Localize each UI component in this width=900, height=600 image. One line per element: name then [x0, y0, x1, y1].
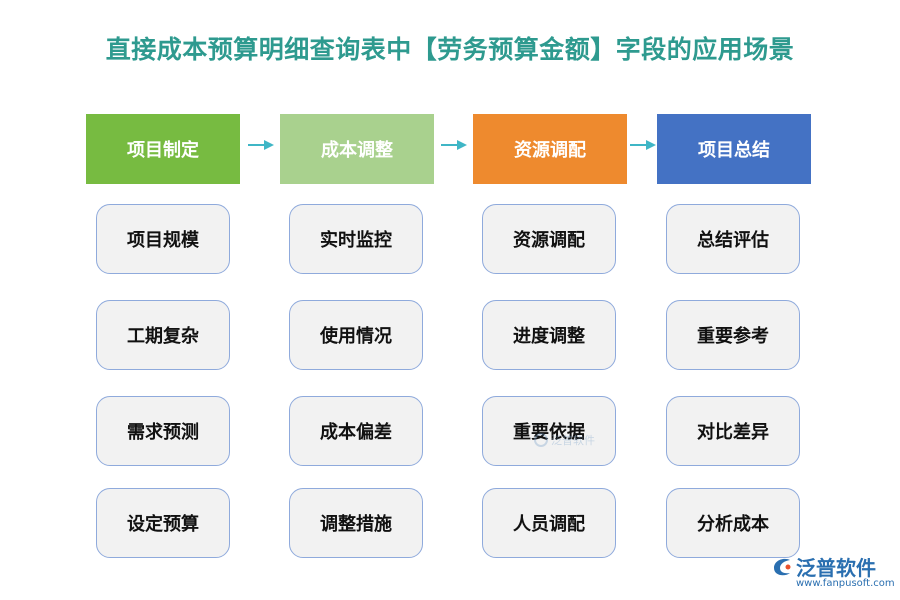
watermark-logo-icon — [534, 433, 548, 447]
flow-arrow-2 — [441, 140, 467, 150]
brand-logo-name: 泛普软件 — [796, 556, 876, 580]
header-cost-adjustment: 成本调整 — [280, 114, 434, 184]
card-col3-row1: 资源调配 — [482, 204, 616, 274]
card-col3-row3: 重要依据 — [482, 396, 616, 466]
card-col2-row3: 成本偏差 — [289, 396, 423, 466]
brand-logo: 泛普软件 www.fanpusoft.com — [770, 552, 895, 592]
card-col3-row4: 人员调配 — [482, 488, 616, 558]
diagram-title: 直接成本预算明细查询表中【劳务预算金额】字段的应用场景 — [105, 35, 795, 64]
flow-arrow-1 — [248, 140, 274, 150]
card-col2-row1: 实时监控 — [289, 204, 423, 274]
card-col4-row1: 总结评估 — [666, 204, 800, 274]
card-col4-row2: 重要参考 — [666, 300, 800, 370]
brand-logo-url: www.fanpusoft.com — [796, 578, 895, 589]
header-project-summary: 项目总结 — [657, 114, 811, 184]
card-col1-row2: 工期复杂 — [96, 300, 230, 370]
header-resource-allocation: 资源调配 — [473, 114, 627, 184]
header-project-planning: 项目制定 — [86, 114, 240, 184]
card-col1-row4: 设定预算 — [96, 488, 230, 558]
card-col1-row1: 项目规模 — [96, 204, 230, 274]
card-col3-row2: 进度调整 — [482, 300, 616, 370]
card-col1-row3: 需求预测 — [96, 396, 230, 466]
card-col2-row2: 使用情况 — [289, 300, 423, 370]
watermark: 泛普软件 — [533, 432, 595, 448]
card-col4-row3: 对比差异 — [666, 396, 800, 466]
card-col2-row4: 调整措施 — [289, 488, 423, 558]
flow-arrow-3 — [630, 140, 656, 150]
card-col4-row4: 分析成本 — [666, 488, 800, 558]
brand-logo-icon — [774, 558, 791, 576]
watermark-text: 泛普软件 — [551, 434, 595, 447]
